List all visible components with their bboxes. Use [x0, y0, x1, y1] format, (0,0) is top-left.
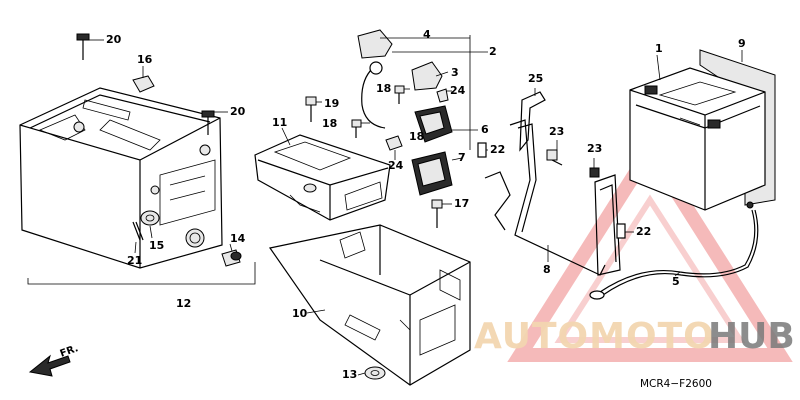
collar-13	[364, 366, 386, 380]
callout-8: 8	[543, 263, 551, 276]
callout-19: 19	[324, 97, 340, 110]
battery-cable-5	[589, 201, 759, 300]
bracket-8	[594, 174, 621, 276]
callout-18-left: 18	[322, 117, 338, 130]
watermark-text-hub: HUB	[708, 316, 795, 357]
bolt-18-left	[351, 119, 362, 138]
pin-21	[132, 221, 144, 241]
clip-24-b	[385, 135, 403, 151]
callout-6: 6	[481, 123, 489, 136]
relay-boot-7	[411, 151, 453, 196]
callout-16: 16	[137, 53, 153, 66]
front-direction-arrow	[28, 354, 71, 377]
callout-22-left: 22	[490, 143, 506, 156]
grommet-15	[140, 210, 160, 226]
bracket-25	[484, 91, 606, 276]
watermark-triangle	[507, 136, 793, 362]
callout-18-mid: 18	[409, 130, 425, 143]
callout-23-right: 23	[587, 142, 603, 155]
callout-2: 2	[489, 45, 497, 58]
bolt-23-b	[589, 167, 600, 178]
callout-24-bottom: 24	[388, 159, 404, 172]
cable-2	[361, 61, 386, 129]
diagram-code: MCR4−F2600	[640, 378, 712, 390]
callout-3: 3	[451, 66, 459, 79]
leader-lines	[88, 39, 743, 376]
clip-16	[132, 75, 155, 93]
watermark-text-auto: AUTOMOTO	[474, 316, 715, 357]
bolt-17	[431, 199, 443, 228]
battery-1	[629, 67, 766, 211]
callout-12: 12	[176, 297, 192, 310]
screw-20-right	[201, 110, 215, 135]
bolt-23-a	[546, 149, 563, 166]
battery-cover	[19, 87, 223, 269]
cap-14	[221, 249, 242, 267]
terminal-cover-4	[357, 29, 393, 59]
callout-9: 9	[738, 37, 746, 50]
callout-23-left: 23	[549, 125, 565, 138]
battery-tray-upper	[254, 134, 391, 221]
callout-21: 21	[127, 254, 143, 267]
bolt-19	[305, 96, 317, 122]
callout-17: 17	[454, 197, 470, 210]
collar-22-a	[477, 142, 487, 158]
screw-20-top	[76, 33, 90, 60]
callout-15: 15	[149, 239, 165, 252]
battery-tray-lower	[268, 224, 471, 386]
callout-7: 7	[458, 151, 466, 164]
callout-20-right: 20	[230, 105, 246, 118]
callout-24-top: 24	[450, 84, 466, 97]
starter-relay-6	[414, 105, 453, 143]
leader-12	[27, 262, 256, 285]
callout-18-right: 18	[376, 82, 392, 95]
callout-4: 4	[423, 28, 431, 41]
callout-14: 14	[230, 232, 246, 245]
callout-10: 10	[292, 307, 308, 320]
callout-5: 5	[672, 275, 680, 288]
callout-22-right: 22	[636, 225, 652, 238]
callout-11: 11	[272, 116, 288, 129]
relay-cover-3	[411, 61, 443, 91]
collar-22-b	[616, 223, 626, 239]
bolt-18-right	[394, 85, 405, 104]
callout-20-top: 20	[106, 33, 122, 46]
callout-13: 13	[342, 368, 358, 381]
clip-24-a	[436, 88, 449, 103]
callout-1: 1	[655, 42, 663, 55]
callout-25: 25	[528, 72, 544, 85]
